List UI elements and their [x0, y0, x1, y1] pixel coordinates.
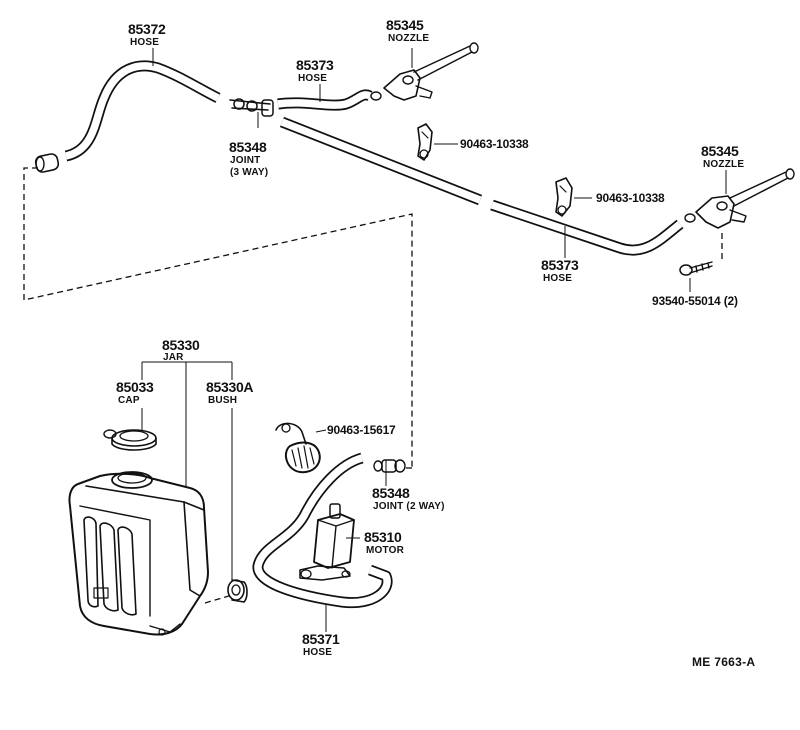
label-screw-number: 93540-55014 (2): [652, 295, 738, 307]
label-motor-name: MOTOR: [366, 545, 405, 556]
label-bush-number: 85330A: [206, 379, 254, 395]
label-85371-name: HOSE: [303, 647, 333, 658]
clamp-90463-15617: [275, 422, 321, 474]
label-joint-2way-number: 85348: [372, 485, 410, 501]
label-clip-upper-number: 90463-10338: [460, 137, 529, 151]
label-nozzle-right-name: NOZZLE: [703, 159, 745, 170]
label-cap-name: CAP: [118, 395, 140, 406]
label-clamp-number: 90463-15617: [327, 423, 396, 437]
label-85373-upper-name: HOSE: [298, 73, 328, 84]
joint-2way-85348: [373, 459, 406, 473]
hose-85371: [252, 452, 393, 609]
label-joint-3way-name1: JOINT: [230, 155, 261, 166]
jar-label-bracket: [141, 361, 233, 582]
screw-quantity: (2): [723, 294, 738, 308]
label-85373-lower-number: 85373: [541, 257, 579, 273]
label-85372-number: 85372: [128, 21, 166, 37]
label-nozzle-left-number: 85345: [386, 17, 424, 33]
label-nozzle-right-number: 85345: [701, 143, 739, 159]
motor-85310: [299, 503, 355, 581]
hose-85373-lower: [490, 199, 684, 256]
clip-lower-90463: [555, 177, 592, 217]
hose-85372: [34, 60, 221, 173]
cap-85033: [103, 429, 157, 451]
label-joint-2way-name: JOINT (2 WAY): [373, 501, 445, 512]
nozzle-right-85345: [684, 168, 795, 229]
label-joint-3way-name2: (3 WAY): [230, 167, 269, 178]
dashed-connection-lines: [23, 167, 723, 604]
label-85372-name: HOSE: [130, 37, 160, 48]
label-85373-upper-number: 85373: [296, 57, 334, 73]
jar-85330: [68, 471, 209, 636]
label-cap-number: 85033: [116, 379, 154, 395]
label-nozzle-left-name: NOZZLE: [388, 33, 430, 44]
leader-lines: [152, 48, 566, 632]
label-motor-number: 85310: [364, 529, 402, 545]
bush-85330a: [227, 579, 248, 603]
screw-93540: [679, 261, 713, 292]
label-jar-name: JAR: [163, 352, 184, 363]
long-pipe: [279, 116, 483, 206]
label-85371-number: 85371: [302, 631, 340, 647]
label-clip-lower-number: 90463-10338: [596, 191, 665, 205]
nozzle-left-85345: [370, 42, 479, 101]
joint-3way-85348: [229, 98, 274, 128]
label-85373-lower-name: HOSE: [543, 273, 573, 284]
clip-upper-90463: [417, 123, 458, 161]
hose-85373-upper: [277, 89, 373, 111]
screw-part-number: 93540-55014: [652, 294, 721, 308]
diagram-reference-code: ME 7663-A: [692, 655, 756, 669]
label-bush-name: BUSH: [208, 395, 238, 406]
label-joint-3way-number: 85348: [229, 139, 267, 155]
label-jar-number: 85330: [162, 337, 200, 353]
